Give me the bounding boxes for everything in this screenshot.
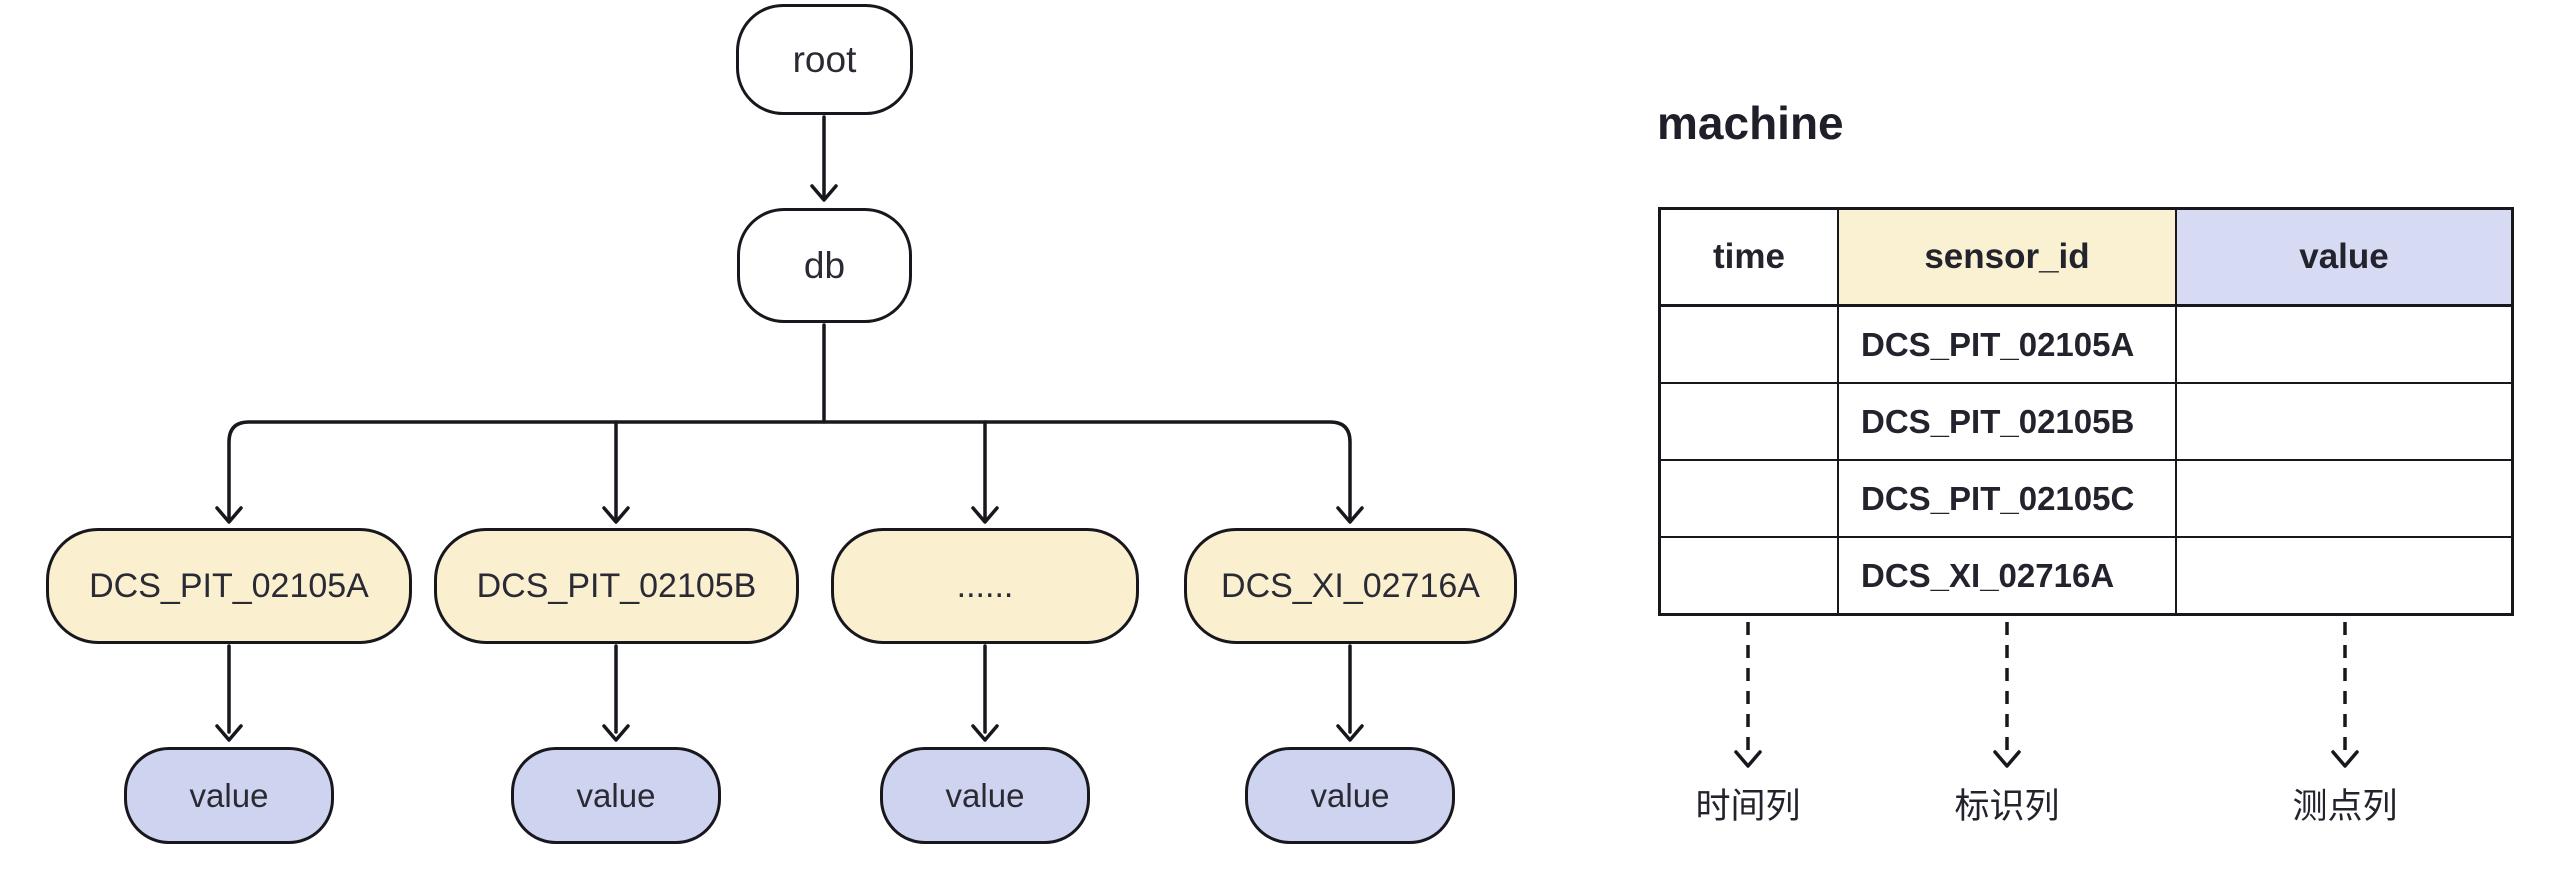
arrowhead-value-4: [1336, 724, 1364, 742]
cell-sensor-id: DCS_XI_02716A: [1839, 538, 2177, 613]
branch-rail: [227, 420, 1352, 520]
arrowhead-root-db: [810, 184, 838, 202]
value-node-4: value: [1245, 747, 1455, 844]
arrowhead-branch-1: [215, 506, 243, 524]
arrowhead-time-col: [1734, 750, 1762, 768]
cell-value: [2177, 384, 2511, 459]
table-row: DCS_PIT_02105A: [1661, 307, 2511, 384]
cell-time: [1661, 461, 1839, 536]
cell-time: [1661, 307, 1839, 382]
cell-value: [2177, 461, 2511, 536]
value-node-1: value: [124, 747, 334, 844]
cell-sensor-id: DCS_PIT_02105B: [1839, 384, 2177, 459]
column-annotation-time: 时间列: [1695, 787, 1801, 826]
tree-node-root-label: root: [792, 38, 857, 80]
table-title: machine: [1657, 97, 1844, 149]
sensor-node-1-label: DCS_PIT_02105A: [89, 566, 369, 605]
value-node-3-label: value: [945, 776, 1025, 814]
sensor-node-1: DCS_PIT_02105A: [46, 528, 412, 644]
cell-value: [2177, 538, 2511, 613]
sensor-node-ellipsis: ......: [831, 528, 1139, 644]
table-row: DCS_PIT_02105B: [1661, 384, 2511, 461]
sensor-node-2-label: DCS_PIT_02105B: [476, 566, 757, 605]
column-annotation-value: 测点列: [2292, 787, 2398, 826]
value-node-2: value: [511, 747, 721, 844]
tree-node-root: root: [736, 4, 913, 115]
arrowhead-value-2: [602, 724, 630, 742]
tree-node-db-label: db: [803, 244, 846, 286]
arrowhead-branch-4: [1336, 506, 1364, 524]
cell-sensor-id: DCS_PIT_02105A: [1839, 307, 2177, 382]
column-annotation-sensor-id: 标识列: [1954, 787, 2060, 826]
table-row: DCS_PIT_02105C: [1661, 461, 2511, 538]
arrowhead-branch-2: [602, 506, 630, 524]
value-node-2-label: value: [576, 776, 656, 814]
value-node-4-label: value: [1310, 776, 1390, 814]
value-node-3: value: [880, 747, 1090, 844]
value-node-1-label: value: [189, 776, 269, 814]
cell-sensor-id: DCS_PIT_02105C: [1839, 461, 2177, 536]
arrowhead-branch-3: [971, 506, 999, 524]
sensor-node-2: DCS_PIT_02105B: [434, 528, 799, 644]
sensor-node-ellipsis-label: ......: [956, 566, 1014, 605]
cell-time: [1661, 384, 1839, 459]
arrowhead-sensor-col: [1993, 750, 2021, 768]
cell-time: [1661, 538, 1839, 613]
arrowhead-value-col: [2331, 750, 2359, 768]
tree-node-db: db: [737, 208, 912, 323]
sensor-node-4: DCS_XI_02716A: [1184, 528, 1517, 644]
col-header-sensor-id: sensor_id: [1839, 210, 2177, 304]
col-header-value: value: [2177, 210, 2511, 304]
arrowhead-value-3: [971, 724, 999, 742]
arrowhead-value-1: [215, 724, 243, 742]
sensor-node-4-label: DCS_XI_02716A: [1221, 566, 1480, 605]
col-header-time: time: [1661, 210, 1839, 304]
table-header-row: time sensor_id value: [1661, 210, 2511, 307]
table-row: DCS_XI_02716A: [1661, 538, 2511, 613]
machine-table: time sensor_id value DCS_PIT_02105A DCS_…: [1658, 207, 2514, 616]
cell-value: [2177, 307, 2511, 382]
